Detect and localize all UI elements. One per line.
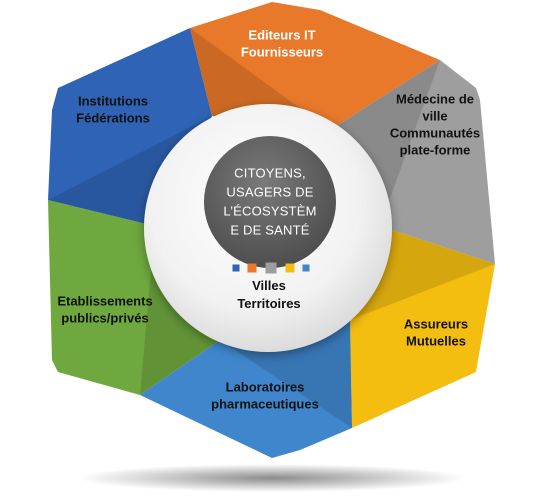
segment-label-line: Institutions	[78, 94, 148, 109]
color-dot	[302, 264, 310, 272]
color-dot	[265, 262, 277, 274]
segments-layer	[48, 2, 495, 458]
ground-shadow	[77, 464, 467, 492]
segment-label-line: pharmaceutiques	[211, 397, 319, 412]
center-title-line: CITOYENS,	[234, 166, 306, 181]
segment-label-bottom: Laboratoires pharmaceutiques	[211, 380, 319, 412]
segment-label-line: Fédérations	[76, 111, 150, 126]
segment-label-line: Médecine de	[396, 92, 474, 107]
segment-label-line: Etablissements	[57, 294, 152, 309]
segment-shade-top	[190, 28, 330, 130]
color-dot	[285, 263, 295, 273]
segment-label-line: Mutuelles	[406, 334, 466, 349]
segment-lower-right	[350, 226, 495, 428]
segment-shade-upper-left	[48, 116, 212, 226]
segment-label-line: publics/privés	[61, 311, 148, 326]
segment-label-top: Editeurs IT Fournisseurs	[241, 28, 323, 60]
segment-top	[190, 2, 440, 130]
center-title-line: E DE SANTÉ	[230, 223, 309, 238]
segment-label-line: Editeurs IT	[248, 28, 315, 43]
center-subtitle-line: Territoires	[237, 296, 300, 311]
segment-label-line: ville	[422, 109, 447, 124]
segment-label-line: plate-forme	[400, 143, 471, 158]
color-dot	[247, 263, 257, 273]
segment-label-line: Fournisseurs	[241, 45, 323, 60]
center-title-line: L’ÉCOSYSTÈM	[223, 204, 316, 219]
segment-label-lower-left: Etablissements publics/privés	[57, 294, 152, 326]
segment-shade-upper-right	[330, 60, 440, 226]
segment-lower-left	[48, 200, 220, 395]
center-title: CITOYENS, USAGERS DE L’ÉCOSYSTÈM E DE SANTÉ	[223, 166, 316, 238]
segment-upper-right	[330, 60, 495, 264]
segment-label-line: Communautés	[390, 126, 480, 141]
center-core	[204, 136, 336, 268]
segment-label-line: Assureurs	[404, 317, 468, 332]
color-dots	[232, 262, 310, 274]
center-title-line: USAGERS DE	[226, 185, 313, 200]
color-dot	[232, 264, 240, 272]
segment-bottom	[140, 320, 352, 458]
segment-label-line: Laboratoires	[226, 380, 305, 395]
center-subtitle-line: Villes	[252, 278, 286, 293]
